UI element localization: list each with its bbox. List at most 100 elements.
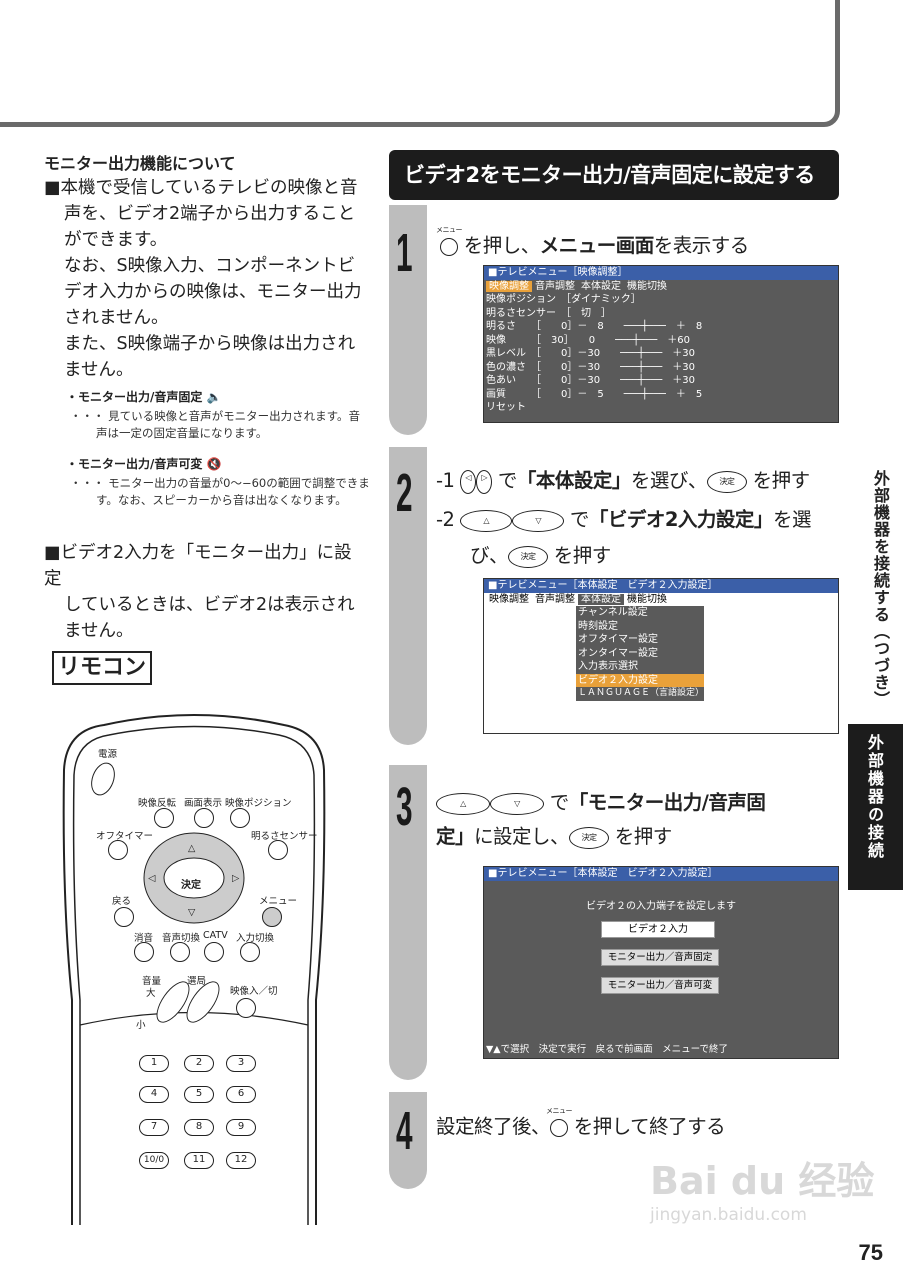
submenu-item-selected[interactable]: ビデオ２入力設定	[576, 673, 704, 687]
num-button[interactable]: 6	[226, 1086, 256, 1103]
p2-first: ■ビデオ2入力を「モニター出力」に設定	[44, 543, 352, 589]
step3-bar	[389, 765, 427, 1080]
menu-row[interactable]: 色あい ［ 0］－30 ───┼─── ＋30	[486, 375, 695, 386]
position-button[interactable]	[230, 808, 250, 828]
bullet-variable: ・モニター出力/音声可変 🔇	[66, 455, 222, 472]
step2-number: 2	[396, 463, 413, 523]
menu-row[interactable]: 映像ポジション ［ダイナミック］	[486, 294, 641, 305]
tab-system[interactable]: 本体設定	[581, 281, 621, 292]
note-variable: ・・・ モニター出力の音量が0〜−60の範囲で調整できます。なお、スピーカーから…	[70, 476, 370, 507]
offtimer-button[interactable]	[108, 840, 128, 860]
submenu-item[interactable]: ＬＡＮＧＵＡＧＥ（言語設定）	[578, 688, 705, 698]
menu-row[interactable]: 映像 ［ 30］ 0 ───┼─── ＋60	[486, 334, 690, 346]
step2-l1a: -1	[436, 469, 461, 492]
num-button[interactable]: 3	[226, 1055, 256, 1072]
left-arrow-icon: ◁	[460, 469, 477, 494]
section-banner: ビデオ2をモニター出力/音声固定に設定する	[389, 150, 839, 200]
av-button[interactable]	[236, 998, 256, 1018]
menu-row[interactable]: 色の濃さ ［ 0］－30 ───┼─── ＋30	[486, 361, 695, 373]
mute-button[interactable]	[134, 942, 154, 962]
back-button[interactable]	[114, 907, 134, 927]
up-arrow-icon[interactable]: △	[188, 843, 196, 854]
p1-line: ません。	[64, 360, 134, 380]
num-button[interactable]: 9	[226, 1119, 256, 1136]
menu-row[interactable]: 黒レベル ［ 0］－30 ───┼─── ＋30	[486, 348, 695, 359]
tab-audio[interactable]: 音声調整	[535, 594, 575, 605]
page-number: 75	[858, 1240, 883, 1265]
tab-picture[interactable]: 映像調整	[489, 594, 529, 605]
catv-button[interactable]	[204, 942, 224, 962]
p1-first: ■本機で受信しているテレビの映像と音	[44, 178, 358, 198]
down-arrow-icon: ▽	[512, 509, 565, 532]
step1-text: メニュー を押し、メニュー画面を表示する	[436, 226, 749, 258]
submenu-item[interactable]: チャンネル設定	[578, 607, 648, 618]
note-fixed: ・・・ 見ている映像と音声がモニター出力されます。音声は一定の固定音量になります…	[70, 409, 361, 440]
btn-label: 映像反転	[138, 798, 177, 809]
submenu-item[interactable]: オンタイマー設定	[578, 647, 658, 659]
tab-picture[interactable]: 映像調整	[486, 281, 532, 292]
num-button[interactable]: 10/0	[139, 1152, 169, 1169]
step4-number: 4	[396, 1101, 413, 1161]
sensor-button[interactable]	[268, 840, 288, 860]
flip-button[interactable]	[154, 808, 174, 828]
num-button[interactable]: 7	[139, 1119, 169, 1136]
tab-audio[interactable]: 音声調整	[535, 281, 575, 292]
num-button[interactable]: 5	[184, 1086, 214, 1103]
menu-row[interactable]: 画質 ［ 0］－ 5 ───┼─── ＋ 5	[486, 388, 703, 400]
back-label: 戻る	[112, 896, 132, 907]
step1-number: 1	[396, 223, 413, 283]
tab-function[interactable]: 機能切換	[627, 594, 667, 605]
menu-button[interactable]	[262, 907, 282, 927]
tab-function[interactable]: 機能切換	[627, 281, 667, 292]
submenu-item[interactable]: オフタイマー設定	[578, 634, 658, 645]
right-arrow-icon[interactable]: ▷	[232, 873, 240, 884]
p1-line: デオ入力からの映像は、モニター出力	[64, 282, 362, 302]
num-button[interactable]: 4	[139, 1086, 169, 1103]
option-video2[interactable]: ビデオ２入力	[601, 921, 715, 938]
step2-l2d: を選	[772, 508, 812, 531]
power-label: 電源	[98, 749, 118, 760]
down-arrow-icon[interactable]: ▽	[188, 907, 196, 918]
audio-button[interactable]	[170, 942, 190, 962]
num-button[interactable]: 11	[184, 1152, 214, 1169]
menu-row[interactable]: 明るさ ［ 0］－ 8 ───┼─── ＋ 8	[486, 321, 703, 332]
vol-label: 音量	[142, 976, 162, 987]
p1-line: また、S映像端子から映像は出力され	[64, 334, 356, 354]
step1-text-a: を押し、	[458, 234, 541, 257]
p1-line: なお、S映像入力、コンポーネントビ	[64, 256, 356, 276]
num-button[interactable]: 1	[139, 1055, 169, 1072]
p2-line: しているときは、ビデオ2は表示され	[64, 595, 355, 615]
num-button[interactable]: 8	[184, 1119, 214, 1136]
tab-system[interactable]: 本体設定	[578, 594, 624, 605]
menu-small-label: メニュー	[436, 226, 463, 234]
submenu-item[interactable]: 入力表示選択	[578, 661, 638, 672]
num-button[interactable]: 12	[226, 1152, 256, 1169]
input-button[interactable]	[240, 942, 260, 962]
menu-row[interactable]: 明るさセンサー ［ 切 ］	[486, 307, 611, 319]
vol-up-label: 大	[146, 988, 156, 999]
display-button[interactable]	[194, 808, 214, 828]
menu-button-icon: メニュー	[436, 226, 463, 257]
screen-header: ■テレビメニュー［本体設定 ビデオ２入力設定］	[484, 579, 838, 593]
option-monitor-variable[interactable]: モニター出力／音声可変	[601, 977, 719, 994]
step2-l2c: 「ビデオ2入力設定」	[588, 508, 774, 531]
step2-l1b: で	[492, 469, 518, 492]
step3-l2b: に設定し、	[474, 825, 570, 848]
option-monitor-fixed[interactable]: モニター出力／音声固定	[601, 949, 719, 966]
menu-screen-1: ■テレビメニュー［映像調整］ 映像調整音声調整本体設定機能切換 映像ポジション …	[483, 265, 839, 423]
baidu-watermark: Bai du 经验	[650, 1159, 875, 1203]
side-vertical-title: 外部機器を接続する（つづき）	[871, 470, 890, 708]
step3-line1: △▽ で「モニター出力/音声固	[436, 786, 766, 815]
left-arrow-icon[interactable]: ◁	[148, 873, 156, 884]
bullet-fixed-label: ・モニター出力/音声固定	[66, 390, 203, 404]
up-arrow-icon: △	[460, 509, 513, 532]
btn-label: 音声切換	[162, 933, 201, 944]
num-button[interactable]: 2	[184, 1055, 214, 1072]
step1-text-b: メニュー画面	[539, 234, 655, 257]
screen-footer: ▼▲で選択 決定で実行 戻るで前画面 メニューで終了	[486, 1044, 729, 1055]
paragraph-1: ■本機で受信しているテレビの映像と音 声を、ビデオ2端子から出力すること ができ…	[44, 175, 369, 383]
menu-row[interactable]: リセット	[486, 402, 526, 413]
screen-rows: 映像ポジション ［ダイナミック］ 明るさセンサー ［ 切 ］ 明るさ ［ 0］－…	[484, 293, 838, 415]
btn-label: 入力切換	[236, 933, 275, 944]
submenu-item[interactable]: 時刻設定	[578, 620, 618, 632]
